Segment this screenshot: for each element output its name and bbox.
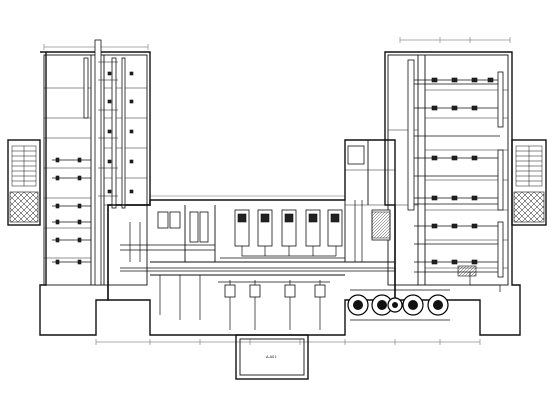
entrance-label: A-A01 xyxy=(266,355,277,359)
left-wing xyxy=(39,39,151,336)
circular-units xyxy=(347,289,450,321)
right-stair xyxy=(511,139,547,226)
left-stair xyxy=(7,139,41,226)
central-block xyxy=(107,139,396,336)
bottom-dimensions xyxy=(95,339,481,345)
entrance-canopy: A-A01 xyxy=(235,334,309,380)
